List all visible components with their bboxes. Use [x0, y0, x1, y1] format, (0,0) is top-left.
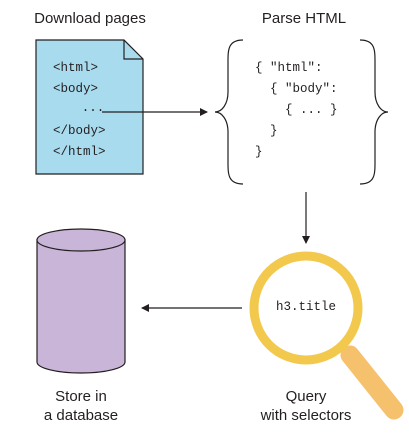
- store-label-line2: a database: [43, 407, 119, 424]
- selector-text: h3.title: [275, 300, 336, 314]
- brace-left-icon: [214, 39, 244, 185]
- document-line: <body>: [53, 82, 99, 96]
- document-line: <html>: [53, 61, 99, 75]
- tree-line: }: [255, 124, 278, 138]
- download-pages-label: Download pages: [34, 10, 146, 27]
- query-label: Query with selectors: [236, 387, 376, 425]
- parse-html-label: Parse HTML: [261, 10, 347, 27]
- store-label: Store in a database: [16, 387, 146, 425]
- document-line: </body>: [53, 124, 106, 138]
- database-icon: [36, 228, 126, 374]
- query-label-line1: Query: [285, 388, 327, 405]
- store-label-line1: Store in: [55, 388, 107, 405]
- document-icon: [35, 39, 144, 175]
- magnifier-icon: [249, 251, 404, 420]
- tree-line: { ... }: [255, 103, 338, 117]
- query-label-line2: with selectors: [260, 407, 352, 424]
- document-line: </html>: [53, 145, 106, 159]
- tree-line: }: [255, 145, 263, 159]
- brace-right-icon: [359, 39, 389, 185]
- tree-line: { "html":: [255, 61, 323, 75]
- document-line: ...: [81, 101, 105, 115]
- tree-line: { "body":: [255, 82, 338, 96]
